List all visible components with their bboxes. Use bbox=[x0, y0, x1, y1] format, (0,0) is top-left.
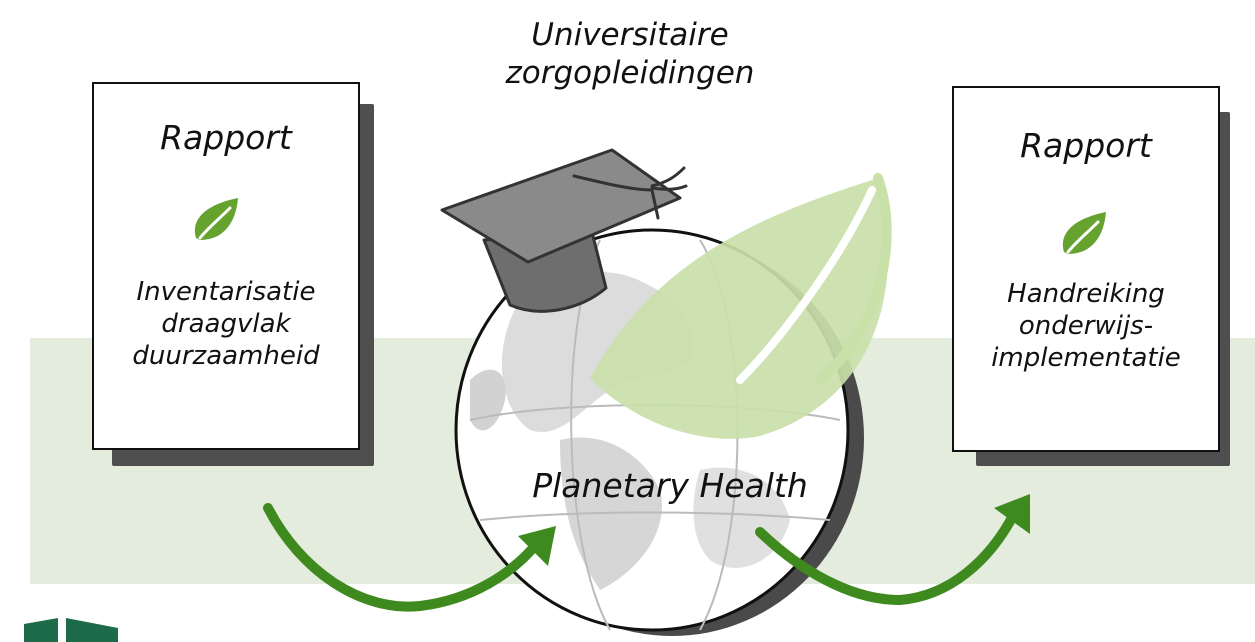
right-report-subtitle: Handreiking onderwijs- implementatie bbox=[954, 278, 1218, 374]
header-line-2: zorgopleidingen bbox=[505, 55, 755, 91]
header-title: Universitaire zorgopleidingen bbox=[470, 16, 790, 92]
left-report-subtitle: Inventarisatie draagvlak duurzaamheid bbox=[94, 276, 358, 372]
left-arrow-icon bbox=[263, 503, 556, 612]
right-arrow-icon bbox=[755, 494, 1030, 606]
planetary-health-label: Planetary Health bbox=[532, 466, 808, 505]
right-report-line-2: onderwijs- bbox=[1018, 311, 1154, 341]
leaf-icon bbox=[194, 198, 238, 240]
left-report-document: Rapport Inventarisatie draagvlak duurzaa… bbox=[92, 82, 360, 450]
left-report-line-3: duurzaamheid bbox=[132, 341, 320, 371]
logo-icon bbox=[24, 618, 118, 642]
left-report-title: Rapport bbox=[160, 118, 292, 157]
graduation-cap-icon bbox=[440, 148, 688, 313]
left-report-line-1: Inventarisatie bbox=[136, 277, 316, 307]
header-line-1: Universitaire bbox=[531, 17, 729, 53]
right-report-line-3: implementatie bbox=[991, 343, 1181, 373]
right-report-line-1: Handreiking bbox=[1007, 279, 1165, 309]
left-report-line-2: draagvlak bbox=[161, 309, 291, 339]
large-leaf-icon bbox=[590, 173, 892, 439]
leaf-icon bbox=[1062, 212, 1106, 254]
right-report-document: Rapport Handreiking onderwijs- implement… bbox=[952, 86, 1220, 452]
right-report-title: Rapport bbox=[1020, 126, 1152, 165]
